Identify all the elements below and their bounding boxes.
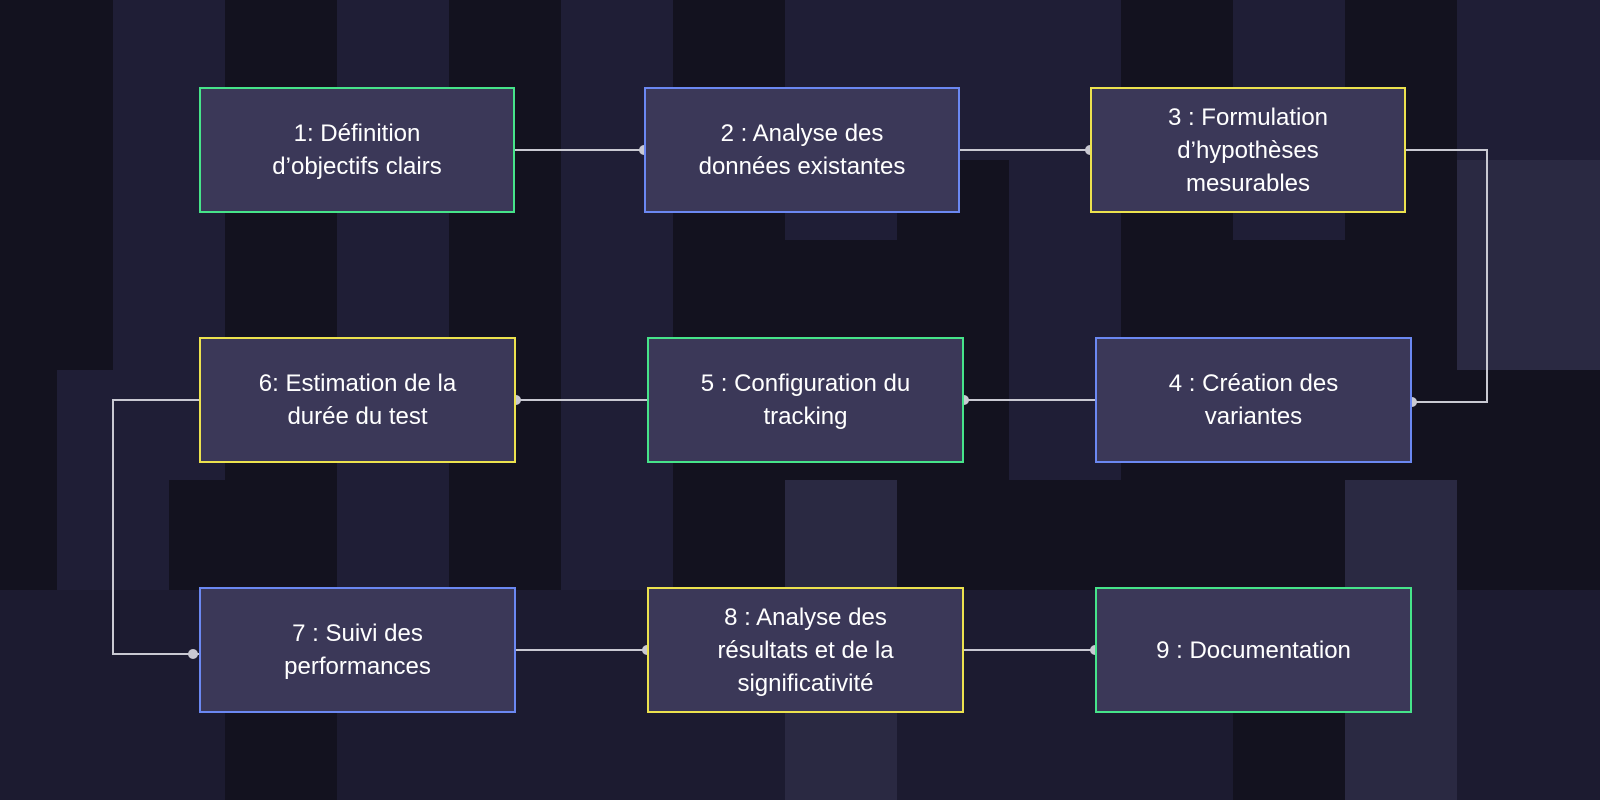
step-node-6: 6: Estimation de la durée du test [199,337,516,463]
bg-panel [1457,160,1600,370]
step-label-2: 2 : Analyse des données existantes [698,120,906,180]
step-node-3: 3 : Formulation d’hypothèses mesurables [1090,87,1406,213]
step-node-1: 1: Définition d’objectifs clairs [199,87,515,213]
connector-line-2 [1406,149,1488,403]
step-label-5: 5 : Configuration du tracking [700,370,911,430]
step-node-5: 5 : Configuration du tracking [647,337,964,463]
bg-panel [1457,0,1600,160]
step-node-7: 7 : Suivi des performances [199,587,516,713]
step-label-6: 6: Estimation de la durée du test [258,370,457,430]
step-node-8: 8 : Analyse des résultats et de la signi… [647,587,964,713]
step-node-4: 4 : Création des variantes [1095,337,1412,463]
step-node-2: 2 : Analyse des données existantes [644,87,960,213]
step-node-9: 9 : Documentation [1095,587,1412,713]
step-label-1: 1: Définition d’objectifs clairs [272,120,442,180]
step-label-4: 4 : Création des variantes [1168,370,1339,430]
step-label-7: 7 : Suivi des performances [284,620,431,680]
connector-endpoint-5 [188,649,198,659]
step-label-3: 3 : Formulation d’hypothèses mesurables [1167,103,1329,197]
step-label-9: 9 : Documentation [1156,636,1351,664]
connector-line-5 [112,399,199,655]
step-label-8: 8 : Analyse des résultats et de la signi… [717,603,894,697]
